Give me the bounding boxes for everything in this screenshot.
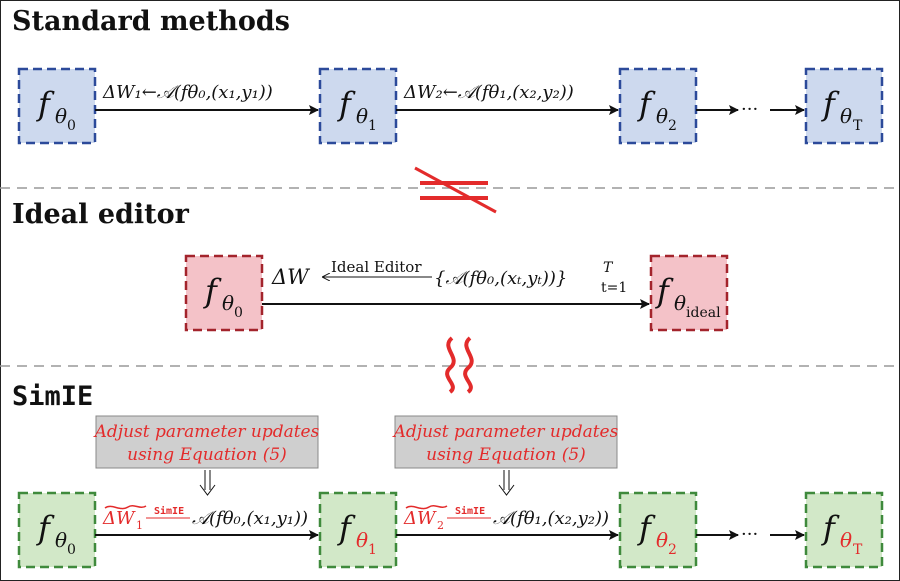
svg-text:T: T bbox=[853, 542, 863, 558]
svg-text:θ: θ bbox=[55, 528, 67, 552]
standard-node-0: f θ 0 bbox=[17, 67, 97, 145]
simie-node-t: f θ T bbox=[804, 491, 884, 569]
ideal-delta-w: ΔW bbox=[271, 265, 311, 289]
svg-text:θ: θ bbox=[356, 104, 368, 128]
standard-node-1: f θ 1 bbox=[318, 67, 398, 145]
standard-dots: ··· bbox=[741, 99, 758, 120]
ideal-node-ideal: f θ ideal bbox=[649, 254, 729, 332]
svg-text:T: T bbox=[853, 118, 863, 134]
svg-text:θ: θ bbox=[222, 291, 234, 315]
not-equal-mark bbox=[414, 166, 497, 214]
section-title-simie: SimIE bbox=[12, 381, 93, 412]
svg-text:0: 0 bbox=[234, 305, 243, 321]
simie-note-1: Adjust parameter updates using Equation … bbox=[93, 415, 320, 469]
svg-text:ΔW: ΔW bbox=[102, 508, 136, 529]
svg-text:2: 2 bbox=[668, 542, 677, 558]
svg-text:θ: θ bbox=[656, 104, 668, 128]
svg-text:𝒜(fθ₀,(x₁,y₁)): 𝒜(fθ₀,(x₁,y₁)) bbox=[192, 508, 308, 529]
simie-node-2: f θ 2 bbox=[618, 491, 698, 569]
ideal-node-0: f θ 0 bbox=[184, 254, 264, 332]
svg-text:θ: θ bbox=[356, 528, 368, 552]
simie-node-0: f θ 0 bbox=[17, 491, 97, 569]
standard-edge-label-1: ΔW₁←𝒜(fθ₀,(x₁,y₁)) bbox=[102, 82, 273, 103]
svg-text:θ: θ bbox=[840, 104, 852, 128]
svg-text:θ: θ bbox=[840, 528, 852, 552]
svg-text:Adjust parameter updates: Adjust parameter updates bbox=[392, 422, 619, 442]
standard-node-t: f θ T bbox=[804, 67, 884, 145]
simie-note-2: Adjust parameter updates using Equation … bbox=[392, 415, 619, 469]
svg-text:1: 1 bbox=[136, 519, 143, 532]
standard-node-2: f θ 2 bbox=[618, 67, 698, 145]
svg-text:θ: θ bbox=[656, 528, 668, 552]
simie-dots: ··· bbox=[741, 524, 758, 545]
svg-text:ΔW: ΔW bbox=[403, 508, 437, 529]
section-title-ideal: Ideal editor bbox=[12, 199, 190, 230]
svg-text:2: 2 bbox=[668, 118, 677, 134]
svg-text:𝒜(fθ₁,(x₂,y₂)): 𝒜(fθ₁,(x₂,y₂)) bbox=[493, 508, 609, 529]
svg-text:SimIE: SimIE bbox=[154, 505, 184, 517]
svg-text:0: 0 bbox=[67, 118, 76, 134]
svg-text:2: 2 bbox=[437, 519, 444, 532]
svg-text:θ: θ bbox=[674, 291, 686, 315]
svg-text:using Equation (5): using Equation (5) bbox=[426, 445, 586, 465]
standard-row: f θ 0 f θ 1 f θ 2 f θ T ··· ΔW₁←𝒜(fθ₀ bbox=[17, 67, 884, 145]
section-title-standard: Standard methods bbox=[12, 6, 290, 37]
simie-node-1: f θ 1 bbox=[318, 491, 398, 569]
svg-text:θ: θ bbox=[55, 104, 67, 128]
ideal-row: f θ 0 f θ ideal ΔW Ideal Editor {𝒜(fθ₀,(… bbox=[184, 254, 729, 332]
svg-text:1: 1 bbox=[368, 118, 377, 134]
simie-down-arrow-2 bbox=[498, 470, 515, 496]
standard-edge-label-2: ΔW₂←𝒜(fθ₁,(x₂,y₂)) bbox=[403, 82, 574, 103]
svg-text:SimIE: SimIE bbox=[455, 505, 485, 517]
svg-text:Adjust parameter updates: Adjust parameter updates bbox=[93, 422, 320, 442]
ideal-rhs-sub: t=1 bbox=[601, 280, 627, 296]
ideal-rhs: {𝒜(fθ₀,(xₜ,yₜ))} bbox=[434, 268, 567, 289]
svg-text:ideal: ideal bbox=[686, 305, 721, 321]
approx-mark bbox=[445, 336, 474, 394]
ideal-rhs-sup: T bbox=[603, 260, 614, 276]
simie-down-arrow-1 bbox=[199, 470, 216, 496]
simie-edge-label-2: ΔW 2 SimIE 𝒜(fθ₁,(x₂,y₂)) bbox=[403, 504, 609, 532]
svg-text:1: 1 bbox=[368, 542, 377, 558]
ideal-editor-label: Ideal Editor bbox=[331, 258, 422, 276]
svg-text:using Equation (5): using Equation (5) bbox=[127, 445, 287, 465]
svg-text:0: 0 bbox=[67, 542, 76, 558]
simie-edge-label-1: ΔW 1 SimIE 𝒜(fθ₀,(x₁,y₁)) bbox=[102, 504, 308, 532]
simie-row: Adjust parameter updates using Equation … bbox=[17, 415, 884, 569]
